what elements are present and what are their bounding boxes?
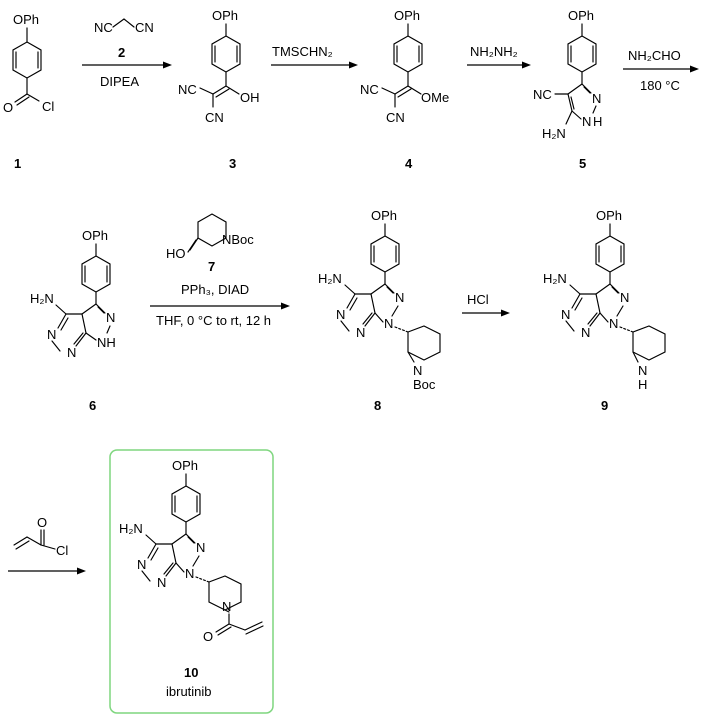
atom-oph: OPh [371,208,397,223]
reaction-arrow-2 [271,61,358,69]
atom-oph: OPh [82,228,108,243]
condition-hcl: HCl [467,292,489,307]
compound-number-10: 10 [184,665,198,680]
atom-o: O [3,100,13,115]
condition-hydrazine: NH₂NH₂ [470,44,518,59]
compound-number-6: 6 [89,398,96,413]
atom-n: N [137,557,146,572]
reagent-number-7: 7 [208,259,215,274]
atom-n: N [620,290,629,305]
atom-n: N [413,363,422,378]
atom-n: N [592,91,601,106]
atom-n: N [222,599,231,614]
reaction-arrow-6 [462,309,510,317]
atom-nc: NC [178,82,197,97]
atom-nboc: NBoc [222,232,254,247]
atom-cl: Cl [56,543,68,558]
compound-number-3: 3 [229,156,236,171]
atom-n: N [336,307,345,322]
compound-name-ibrutinib: ibrutinib [166,684,212,699]
atom-cn: CN [135,20,154,35]
atom-nc: NC [533,87,552,102]
atom-ome: OMe [421,90,449,105]
reagent-number-2: 2 [118,45,125,60]
atom-oph: OPh [212,8,238,23]
atom-cn: CN [205,110,224,125]
reaction-arrow-5 [150,302,290,310]
atom-n: N [157,575,166,590]
compound-number-8: 8 [374,398,381,413]
compound-number-5: 5 [579,156,586,171]
atom-oph: OPh [596,208,622,223]
condition-solvent-temp: THF, 0 °C to rt, 12 h [156,313,271,328]
atom-boc: Boc [413,377,436,392]
atom-cl: Cl [42,99,54,114]
ibrutinib-highlight-box [109,449,274,714]
atom-nc: NC [360,82,379,97]
atom-h2n: H₂N [30,291,54,306]
atom-n: N [582,114,591,129]
atom-h2n: H₂N [119,521,143,536]
compound-number-9: 9 [601,398,608,413]
atom-n: N [196,540,205,555]
atom-h2n: H₂N [543,271,567,286]
atom-n: N [561,307,570,322]
reaction-arrow-1: NC CN [82,18,172,69]
atom-n: N [638,363,647,378]
condition-pph3-diad: PPh₃, DIAD [181,282,249,297]
atom-h2n: H₂N [318,271,342,286]
compound-6-structure: OPh N NH N N H₂N [30,228,116,360]
atom-oph: OPh [13,12,39,27]
atom-oph: OPh [394,8,420,23]
atom-o: O [203,629,213,644]
atom-n: N [106,310,115,325]
atom-n: N [47,327,56,342]
atom-n: N [609,316,618,331]
atom-h2n: H₂N [542,126,566,141]
compound-8-structure: OPh N N N N H₂N N Boc [318,208,441,392]
compound-4-structure: OPh OMe NC CN [360,8,449,125]
atom-oph: OPh [568,8,594,23]
condition-temperature: 180 °C [640,78,680,93]
compound-number-4: 4 [405,156,413,171]
atom-h: H [593,114,602,129]
atom-n: N [185,566,194,581]
compound-5-structure: OPh N N H NC H₂N [533,8,602,141]
atom-n: N [384,316,393,331]
atom-oh: OH [240,90,260,105]
reaction-arrow-3 [467,61,531,69]
atom-ho: HO [166,246,186,261]
compound-number-1: 1 [14,156,21,171]
condition-formamide: NH₂CHO [628,48,681,63]
atom-n: N [67,345,76,360]
atom-n: N [581,325,590,340]
compound-1-structure: OPh O Cl [3,12,54,115]
condition-dipea: DIPEA [100,74,139,89]
atom-nh: NH [97,335,116,350]
atom-h: H [638,377,647,392]
atom-oph: OPh [172,458,198,473]
reagent-7-structure: NBoc HO [166,213,254,261]
compound-10-structure: OPh N N N N H₂N N O [119,458,264,644]
atom-n: N [395,290,404,305]
atom-nc: NC [94,20,113,35]
atom-o: O [37,515,47,530]
condition-tmschn2: TMSCHN₂ [272,44,333,59]
reaction-arrow-7 [8,567,86,575]
reaction-arrow-4 [623,65,699,73]
atom-cn: CN [386,110,405,125]
atom-n: N [356,325,365,340]
acryloyl-chloride-structure: O Cl [13,515,68,558]
compound-3-structure: OPh OH NC CN [178,8,260,125]
compound-9-structure: OPh N N N N H₂N N H [543,208,666,392]
